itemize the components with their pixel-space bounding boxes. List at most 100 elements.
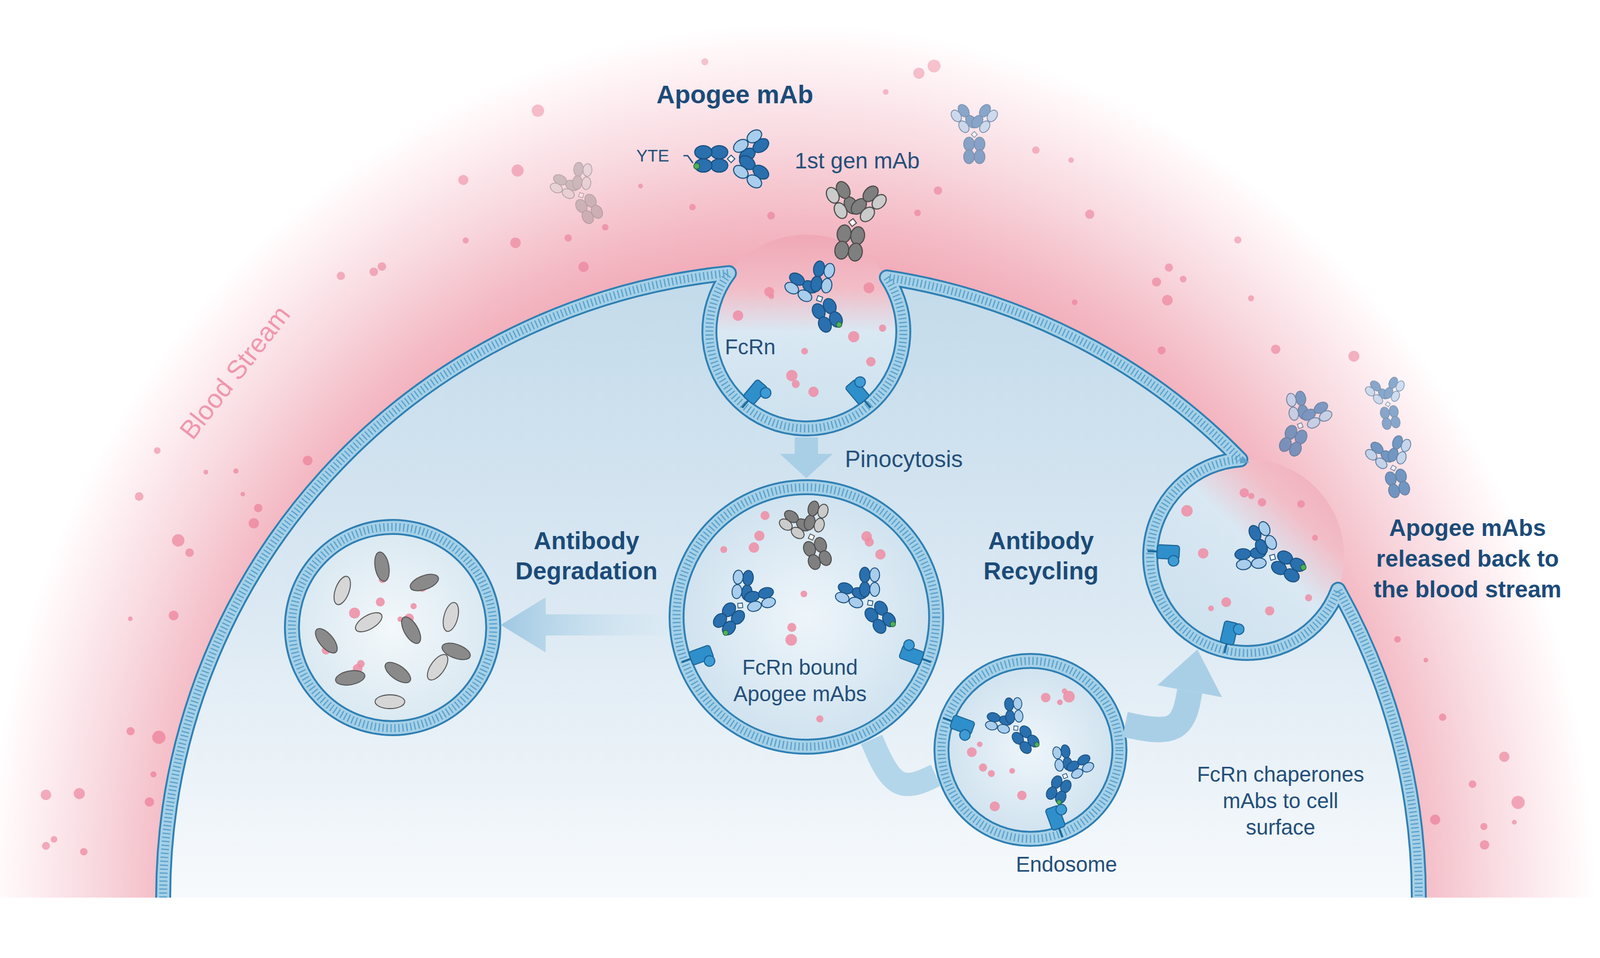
igg-glyph — [697, 560, 785, 649]
igg-glyph — [1385, 402, 1391, 407]
igg-glyph — [589, 203, 606, 221]
node-outline — [676, 487, 937, 748]
mutation-dot — [889, 620, 897, 629]
fragments — [381, 658, 415, 687]
plasma-dots — [369, 267, 378, 277]
igg-glyph — [833, 240, 850, 261]
igg-glyph — [744, 127, 765, 146]
plasma-dots — [638, 183, 644, 189]
receptor-glyph — [736, 379, 773, 417]
igg-glyph — [1394, 450, 1408, 466]
igg-glyph — [1394, 379, 1407, 394]
plasma-dots — [357, 660, 366, 669]
plasma-dots — [1468, 780, 1477, 789]
vesicle-node: FcRn — [709, 234, 904, 429]
node-text: FcRn bound Apogee mAbs — [730, 654, 870, 708]
plasma-dots — [732, 310, 744, 322]
igg-glyph — [859, 582, 870, 598]
receptor-glyph — [1045, 803, 1076, 841]
lysosome-membrane — [291, 527, 494, 729]
plasma-dots — [1041, 692, 1051, 703]
plasma-dots — [1161, 295, 1173, 306]
mutation-dot — [835, 321, 843, 329]
plasma-dots — [303, 455, 313, 466]
plasma-dots — [801, 348, 808, 355]
igg-glyph — [1297, 422, 1304, 429]
receptor-glyph — [938, 712, 976, 743]
caption-label: 1st gen mAb — [777, 147, 937, 176]
fragments — [397, 614, 425, 647]
node-text: Apogee mAbs released back to the blood s… — [1361, 512, 1574, 606]
plasma-dots — [349, 607, 361, 619]
igg-glyph — [1256, 520, 1273, 538]
plasma-dots — [748, 542, 760, 554]
igg-glyph — [744, 172, 765, 191]
receptor-glyph — [1058, 827, 1063, 838]
plasma-dots — [203, 469, 209, 475]
igg-glyph — [1381, 417, 1393, 431]
cell-membrane — [163, 273, 1419, 899]
igg-glyph — [572, 175, 583, 190]
plasma-dots — [1207, 605, 1214, 612]
text-slot: Antibody Degradation — [507, 526, 666, 588]
igg-glyph — [1287, 406, 1300, 422]
igg-glyph — [808, 534, 815, 541]
text-slot: Apogee mAb — [623, 78, 847, 111]
plasma-dots — [848, 331, 860, 343]
plasma-dots — [41, 842, 50, 851]
plasma-dots — [1071, 299, 1078, 306]
igg-glyph — [836, 224, 852, 244]
igg-glyph — [573, 162, 584, 177]
cell-membrane — [163, 273, 1419, 899]
vesicle-membrane — [676, 487, 937, 748]
igg-glyph — [581, 176, 592, 190]
plasma-dots — [1480, 823, 1488, 831]
node-outline — [676, 487, 937, 748]
plasma-dots — [882, 89, 889, 95]
igg-glyph — [1390, 465, 1397, 471]
igg-glyph — [978, 689, 1053, 767]
igg-glyph — [1053, 789, 1069, 806]
igg-glyph — [809, 274, 824, 293]
igg-glyph — [760, 596, 777, 610]
receptors — [679, 374, 1246, 840]
igg-glyph — [880, 610, 899, 630]
plasma-dots — [1438, 713, 1447, 722]
edge-label: FcRn chaperones mAbs to cell surface — [1193, 761, 1368, 841]
plasma-dots — [1265, 606, 1275, 617]
vesicle-node: Apogee mAbs released back to the blood s… — [1150, 459, 1345, 654]
receptor-glyph — [681, 658, 692, 663]
plasma-dots — [1056, 699, 1063, 706]
plasma-dots — [800, 590, 808, 598]
igg-glyph — [948, 108, 964, 124]
plasma-dots — [933, 186, 942, 195]
igg-glyph — [1062, 774, 1069, 780]
plasma-dots — [1085, 209, 1095, 219]
vesicle-membrane — [941, 661, 1120, 840]
igg-glyph — [1294, 390, 1307, 407]
igg-glyph — [869, 567, 880, 582]
plasma-dots — [410, 603, 417, 610]
igg-glyph — [1285, 392, 1297, 408]
plasma-dots — [185, 548, 194, 558]
receptor-glyph — [920, 658, 931, 663]
igg-glyph — [1012, 697, 1023, 711]
plasma-dots — [375, 597, 385, 607]
vesicle-membrane — [941, 661, 1120, 840]
plasma-dots — [966, 747, 977, 758]
igg-glyph — [816, 549, 833, 568]
plasma-dots — [1257, 498, 1267, 508]
cell-membrane — [163, 273, 1419, 899]
plasma-dots — [1165, 263, 1173, 272]
igg-glyph — [859, 567, 870, 583]
node-text: FcRn — [713, 333, 788, 361]
igg-glyph — [710, 145, 728, 159]
plasma-dots — [1270, 344, 1281, 355]
igg-glyph — [867, 600, 873, 607]
plasma-dots — [760, 511, 770, 521]
igg-glyph — [1080, 760, 1096, 775]
fragments — [311, 550, 473, 709]
plasma-dots — [126, 727, 135, 736]
igg-glyph — [1287, 440, 1304, 459]
plasma-dots — [720, 546, 728, 554]
